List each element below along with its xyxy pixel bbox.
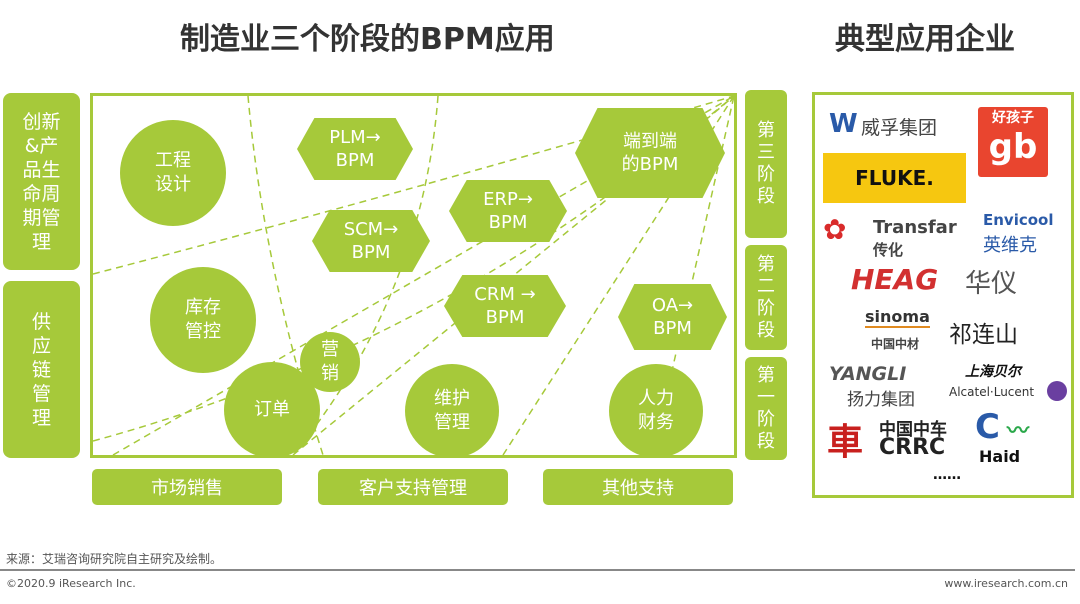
- circle-maintenance: 维护管理: [405, 364, 499, 458]
- footer-divider: [0, 569, 1075, 571]
- lifecycle-text: 创新&产品生命周期管理: [22, 110, 61, 253]
- hex-crm-bpm: CRM → BPM: [444, 275, 566, 337]
- circle-text: 营销: [321, 339, 339, 384]
- weifu-icon: W: [829, 109, 858, 139]
- goodbaby-gb: gb: [988, 127, 1038, 167]
- haid-icon: C: [975, 407, 1000, 447]
- lifecycle-label: 创新&产品生命周期管理: [3, 93, 80, 270]
- hex-text: OA→ BPM: [651, 295, 694, 339]
- transfar-icon: ✿: [823, 213, 847, 246]
- copyright: ©2020.9 iResearch Inc.: [6, 577, 136, 590]
- alcatel-lucent-logo: Alcatel·Lucent: [949, 385, 1035, 399]
- circle-text: 订单: [254, 399, 290, 420]
- stage-one-text: 第一阶段: [757, 364, 775, 452]
- circle-hr-finance: 人力财务: [609, 364, 703, 458]
- hex-text: CRM → BPM: [474, 284, 536, 328]
- crrc-cn: 中国中车: [879, 420, 947, 440]
- hex-scm-bpm: SCM→ BPM: [312, 210, 430, 272]
- stage-one: 第一阶段: [745, 357, 787, 460]
- weifu-logo: 威孚集团: [861, 117, 938, 139]
- stage-three-text: 第三阶段: [757, 120, 775, 207]
- alcatel-icon: [1047, 381, 1067, 401]
- source-note: 来源：艾瑞咨询研究院自主研究及绘制。: [6, 552, 223, 566]
- circle-text: 人力财务: [638, 388, 674, 433]
- bottom-market-sales: 市场销售: [92, 469, 282, 505]
- shanghai-bell-logo: 上海贝尔: [965, 364, 1021, 380]
- diagram-title: 制造业三个阶段的BPM应用: [180, 22, 555, 57]
- stage-three: 第三阶段: [745, 90, 787, 238]
- qilianshan-logo: 祁连山: [949, 322, 1018, 348]
- hex-text: 端到端 的BPM: [621, 131, 679, 175]
- circle-engineering: 工程设计: [120, 120, 226, 226]
- hex-oa-bpm: OA→ BPM: [618, 284, 727, 350]
- crrc-logo: CRRC: [879, 435, 946, 460]
- sinoma-logo: sinoma: [865, 307, 930, 328]
- circle-text: 库存管控: [185, 297, 221, 342]
- supply-chain-text: 供应链管理: [32, 310, 52, 429]
- bottom-other-support: 其他支持: [543, 469, 733, 505]
- transfar-logo: Transfar: [873, 217, 957, 238]
- sinoma-cn: 中国中材: [871, 337, 920, 351]
- circle-order: 订单: [224, 362, 320, 458]
- goodbaby-cn: 好孩子: [992, 110, 1034, 126]
- circle-text: 维护管理: [434, 388, 470, 433]
- website-link[interactable]: www.iresearch.com.cn: [944, 577, 1068, 590]
- company-logos-panel: W 威孚集团 好孩子 gb FLUKE. ✿ Transfar 传化 Envic…: [812, 92, 1074, 498]
- hex-text: SCM→ BPM: [343, 219, 399, 263]
- envicool-cn: 英维克: [983, 235, 1037, 256]
- yangli-cn: 扬力集团: [847, 390, 915, 410]
- goodbaby-logo: 好孩子 gb: [978, 107, 1048, 177]
- companies-title: 典型应用企业: [835, 22, 1015, 57]
- hex-erp-bpm: ERP→ BPM: [449, 180, 567, 242]
- fluke-logo: FLUKE.: [823, 153, 966, 203]
- haid-wave-icon: 〰: [1007, 419, 1030, 444]
- heag-cn: 华仪: [965, 269, 1018, 299]
- bottom-customer-support: 客户支持管理: [318, 469, 508, 505]
- heag-logo: HEAG: [851, 263, 939, 296]
- supply-chain-label: 供应链管理: [3, 281, 80, 458]
- circle-inventory: 库存管控: [150, 267, 256, 373]
- circle-text: 工程设计: [155, 150, 191, 195]
- bpm-frame: [90, 93, 737, 458]
- hex-text: PLM→ BPM: [329, 127, 381, 171]
- stage-two-text: 第二阶段: [757, 253, 775, 341]
- envicool-logo: Envicool: [983, 211, 1054, 229]
- yangli-logo: YANGLI: [829, 363, 907, 385]
- hex-text: ERP→ BPM: [483, 189, 533, 233]
- more-ellipsis: ……: [933, 467, 961, 483]
- stage-two: 第二阶段: [745, 245, 787, 350]
- haid-logo: Haid: [979, 447, 1021, 466]
- crrc-icon: 車: [827, 422, 864, 463]
- transfar-cn: 传化: [873, 241, 904, 259]
- hex-end-to-end-bpm: 端到端 的BPM: [575, 108, 725, 198]
- hex-plm-bpm: PLM→ BPM: [297, 118, 413, 180]
